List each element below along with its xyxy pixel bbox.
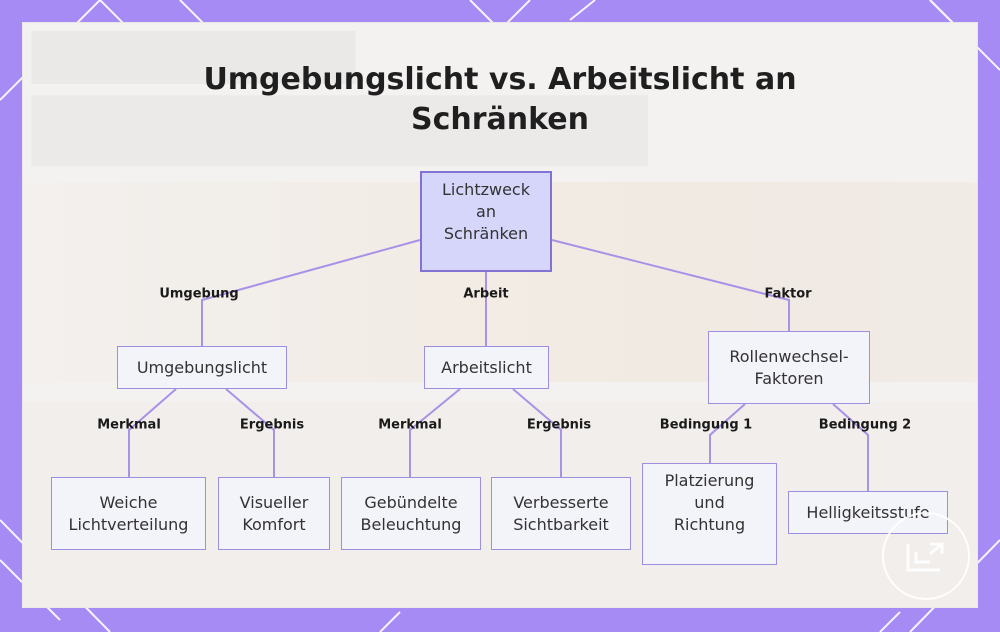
edge-label-umgebung: Umgebung: [159, 286, 239, 302]
node-soft-distribution: Weiche Lichtverteilung: [51, 477, 206, 550]
background-ghost-shape: ▆▆▆▆▆▆▆: [32, 22, 355, 84]
node-root: Lichtzweck an Schränken: [420, 171, 552, 272]
edge-factors-placement: [709, 403, 746, 463]
node-text: Platzierung: [664, 471, 755, 490]
node-text: Umgebungslicht: [136, 357, 268, 377]
edge-ambient-soft: [128, 388, 177, 477]
node-placement-direction: Platzierung und Richtung: [642, 463, 777, 565]
node-role-factors: Rollenwechsel- Faktoren: [708, 331, 870, 404]
node-text: und: [694, 493, 725, 512]
edge-label-merkmal: Merkmal: [97, 417, 161, 433]
edge-factors-brightness: [832, 403, 869, 491]
edge-label-bedingung-1: Bedingung 1: [659, 417, 753, 433]
node-ambient-light: Umgebungslicht: [117, 346, 287, 389]
node-focused-lighting: Gebündelte Beleuchtung: [341, 477, 481, 550]
node-visual-comfort: Visueller Komfort: [218, 477, 330, 550]
title-line: Schränken: [411, 102, 589, 137]
edge-root-factors: [551, 239, 790, 331]
node-text: Faktoren: [754, 368, 824, 388]
edge-task-visibility: [512, 388, 562, 477]
background-ghost-shape: ▆▆▆▆▆▆▆▆▆▆: [32, 72, 648, 165]
node-text: Weiche: [99, 492, 158, 512]
node-text: Beleuchtung: [360, 514, 462, 534]
node-text: Helligkeitsstufe: [806, 502, 930, 522]
node-text: Rollenwechsel-: [729, 346, 849, 366]
node-text: Komfort: [242, 514, 306, 534]
diagram-title: Umgebungslicht vs. Arbeitslicht an Schrä…: [0, 60, 1000, 140]
title-line: Umgebungslicht vs. Arbeitslicht an: [203, 62, 797, 97]
node-text: Sichtbarkeit: [513, 514, 609, 534]
edge-label-merkmal: Merkmal: [378, 417, 442, 433]
edge-label-bedingung-2: Bedingung 2: [818, 417, 912, 433]
edge-label-ergebnis: Ergebnis: [239, 417, 305, 433]
node-text: Gebündelte: [364, 492, 458, 512]
node-text: Schränken: [443, 224, 529, 243]
edge-ambient-comfort: [225, 388, 275, 477]
node-text: Lichtverteilung: [68, 514, 189, 534]
node-text: Arbeitslicht: [441, 357, 532, 377]
edge-label-arbeit: Arbeit: [463, 286, 509, 302]
node-text: Visueller: [239, 492, 309, 512]
edge-root-ambient: [201, 239, 421, 346]
node-text: Lichtzweck: [442, 180, 530, 199]
node-task-light: Arbeitslicht: [424, 346, 549, 389]
edge-label-faktor: Faktor: [764, 286, 812, 302]
edge-label-ergebnis: Ergebnis: [526, 417, 592, 433]
node-improved-visibility: Verbesserte Sichtbarkeit: [491, 477, 631, 550]
logo-badge-icon: [882, 512, 970, 600]
node-text: Richtung: [673, 515, 746, 534]
node-text: Verbesserte: [513, 492, 609, 512]
node-text: an: [476, 202, 496, 221]
edge-task-focused: [409, 388, 461, 477]
